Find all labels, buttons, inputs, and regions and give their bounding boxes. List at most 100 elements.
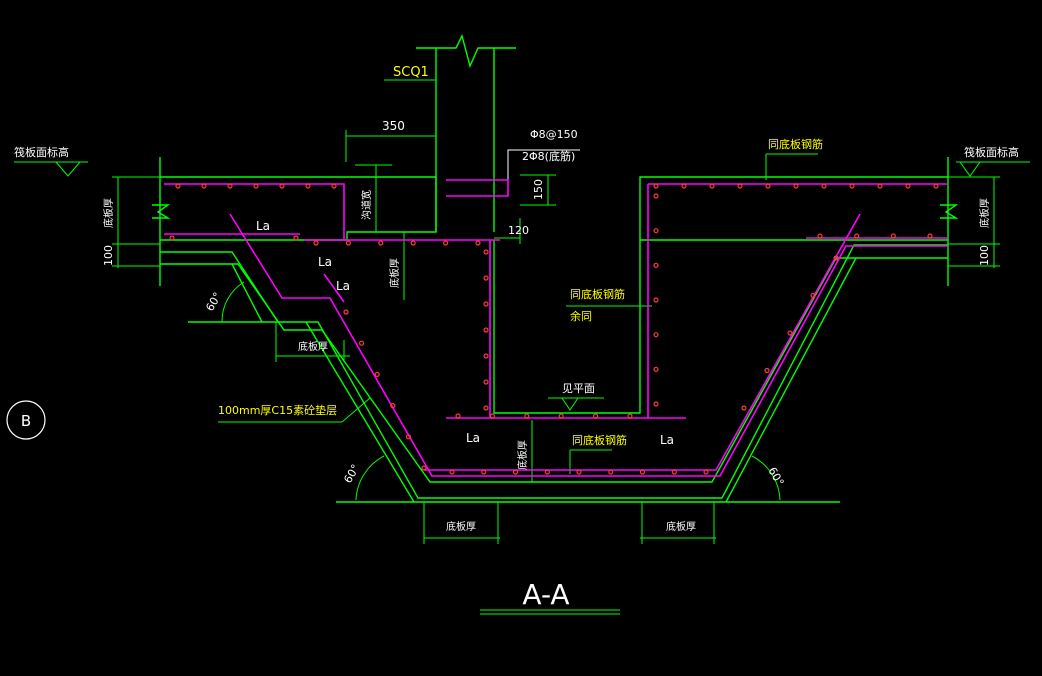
dim-350-text: 350 (382, 119, 405, 133)
rebar-dot (483, 327, 489, 333)
rebar-dot (313, 240, 319, 246)
lap-label-4: La (466, 431, 480, 445)
rebar-dot (703, 469, 709, 475)
rebar-dot (764, 367, 770, 374)
rebar-dot (169, 235, 175, 241)
rebar-dots (169, 183, 939, 475)
cushion-slope-right (725, 257, 857, 503)
rebar-dot (345, 240, 351, 246)
rebar-dot (512, 469, 519, 475)
rebar-dot (877, 183, 883, 189)
dim-120-text: 120 (508, 224, 529, 237)
grid-bubble (6, 400, 46, 440)
rebar-dot (653, 366, 659, 372)
dim-100-right-text: 100 (978, 245, 991, 266)
rebar-dot (483, 275, 489, 281)
rebar-dot (293, 235, 299, 241)
rebar-dot (483, 353, 489, 359)
pit-inner-outline (160, 244, 948, 499)
slab-thk-right-text: 底板厚 (978, 198, 991, 228)
dim-150-text: 150 (532, 179, 545, 200)
right-slab-outline (493, 176, 948, 414)
see-plan-triangle (561, 397, 579, 411)
bottom-rebar-note: 同底板钢筋 (572, 433, 627, 447)
rebar-dot (378, 240, 384, 246)
rebar-dot (653, 228, 659, 234)
rebar-dot (201, 183, 207, 189)
lap-label-5: La (660, 433, 674, 447)
section-title: A-A (522, 578, 569, 611)
rebar-dot (405, 434, 411, 440)
right-elev-label: 筏板面标高 (964, 145, 1019, 159)
rebar-dot (489, 413, 495, 419)
rebar-dot (475, 240, 481, 246)
rebar-dot (639, 469, 646, 475)
rest-same-note: 余同 (570, 309, 592, 323)
rebar-note-mid: 同底板钢筋 (570, 287, 625, 301)
dimension-lines (14, 79, 1030, 615)
dim-100-left-text: 100 (102, 245, 115, 266)
rebar-spec-bottom: 2Φ8(底筋) (522, 149, 575, 163)
rebar-dot (227, 183, 233, 189)
rebar-dot (305, 183, 311, 189)
left-elev-triangle (55, 161, 81, 177)
top-rebar-note: 同底板钢筋 (768, 137, 823, 151)
rebar-dot (793, 183, 799, 189)
lap-label-1: La (256, 219, 270, 233)
rebar-dot (653, 332, 659, 338)
rebar-slope-right-inner (424, 213, 861, 471)
rebar-dot (483, 301, 489, 307)
cushion-note: 100mm厚C15素砼垫层 (218, 403, 337, 417)
left-break-symbol (152, 204, 171, 219)
rebar-dot (253, 183, 259, 189)
rebar-dot (653, 193, 659, 199)
rebar-dot (709, 183, 715, 189)
rebar-dot (558, 413, 564, 419)
rebar-dot (449, 469, 455, 475)
angle-arc-1 (221, 281, 245, 323)
rebar-dot (653, 183, 659, 189)
drawing-labels: B SCQ1 350 Φ8@150 2Φ8(底筋) 筏板面标高 筏板面标高 同底… (14, 65, 1019, 611)
rebar-dot (810, 292, 816, 299)
rebar-dot (653, 401, 659, 407)
trench-width-text: 沟道宽 (360, 190, 373, 220)
slab-thk-mid-text: 底板厚 (516, 440, 529, 470)
rebar-wall-hook (446, 179, 509, 197)
rebar-dot (175, 183, 181, 189)
structure-outline (152, 34, 959, 503)
rebar-spec-top: Φ8@150 (530, 128, 578, 141)
rebar-dot (833, 255, 839, 261)
rebar-dot (576, 469, 582, 475)
lap-label-3: La (336, 279, 350, 293)
rebar-dot (741, 405, 747, 411)
rebar-dot (359, 340, 365, 346)
rebar-dot (890, 233, 896, 239)
rebar-dot (737, 183, 743, 189)
cushion-slope-left (305, 321, 415, 503)
rebar-pit-bottom (229, 213, 948, 477)
slab-thk-upper-step-text: 底板厚 (298, 340, 328, 353)
rebar-dot (421, 465, 427, 471)
cushion-slope-left-upper (231, 263, 263, 323)
rebar-dot (483, 405, 489, 411)
rebar-dot (524, 413, 530, 419)
rebar-dot (331, 183, 337, 189)
rebar-dot (544, 469, 550, 475)
rebar-dot (927, 233, 933, 239)
rebar-dot (483, 249, 489, 255)
slab-thk-bot-left-text: 底板厚 (446, 520, 476, 533)
slab-thk-step-text: 底板厚 (388, 258, 401, 288)
right-break-symbol (940, 204, 959, 219)
rebar-dot (765, 183, 771, 189)
grid-bubble-label: B (21, 412, 31, 430)
rebar-dot (671, 469, 677, 475)
rebar-la-mark (323, 273, 345, 303)
rebar-dot (653, 262, 659, 268)
rebar-dot (627, 413, 633, 419)
rebar-dot (849, 183, 855, 189)
rebar-dot (443, 240, 449, 246)
rebar-dot (481, 469, 487, 475)
see-plan-note: 见平面 (562, 382, 595, 395)
